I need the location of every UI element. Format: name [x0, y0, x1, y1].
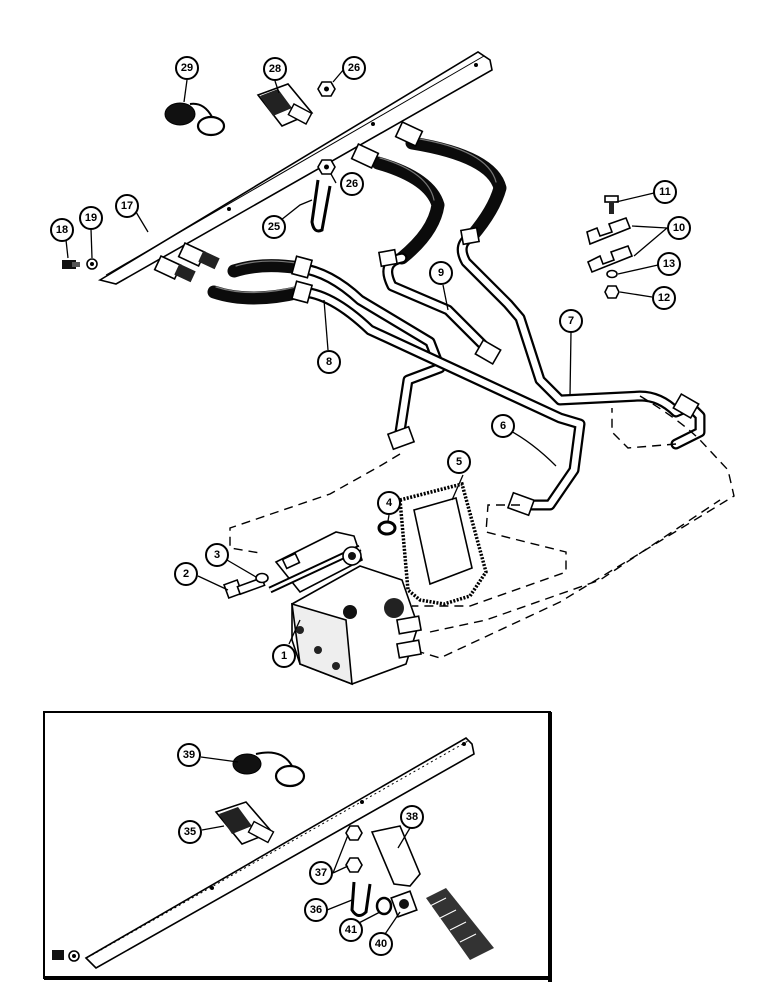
callout-28: 28	[263, 57, 287, 81]
bolt	[604, 195, 619, 214]
gasket	[398, 481, 488, 606]
callout-label: 29	[181, 62, 193, 74]
callout-9: 9	[429, 261, 453, 285]
callout-35: 35	[178, 820, 202, 844]
callout-41: 41	[339, 918, 363, 942]
callout-8: 8	[317, 350, 341, 374]
callout-label: 6	[500, 420, 506, 432]
control-valve	[268, 531, 422, 686]
callout-label: 2	[183, 568, 189, 580]
callout-label: 8	[326, 356, 332, 368]
callout-6: 6	[491, 414, 515, 438]
callout-label: 41	[345, 924, 357, 936]
callout-17: 17	[115, 194, 139, 218]
callout-2: 2	[174, 562, 198, 586]
callout-36: 36	[304, 898, 328, 922]
callout-40: 40	[369, 932, 393, 956]
o-ring	[375, 896, 393, 916]
callout-label: 39	[183, 749, 195, 761]
dust-cap	[164, 102, 226, 137]
callout-label: 10	[673, 222, 685, 234]
callout-4: 4	[377, 491, 401, 515]
callout-label: 4	[386, 497, 393, 509]
callout-label: 11	[659, 186, 671, 198]
u-bolt	[310, 179, 332, 233]
hose-fitting	[153, 121, 424, 283]
callout-label: 18	[56, 224, 68, 236]
callout-label: 1	[281, 650, 287, 662]
callout-label: 7	[568, 315, 574, 327]
callout-label: 25	[268, 221, 280, 233]
mounting-bracket	[97, 51, 493, 285]
callout-25: 25	[262, 215, 286, 239]
callout-label: 28	[269, 63, 281, 75]
callout-label: 17	[121, 200, 133, 212]
washer	[606, 269, 618, 279]
callout-11: 11	[653, 180, 677, 204]
hose-fitting	[390, 890, 418, 918]
callout-label: 26	[346, 178, 358, 190]
routing-lines	[229, 395, 735, 659]
callout-label: 3	[214, 549, 220, 561]
callout-26: 26	[340, 172, 364, 196]
u-bolt	[350, 881, 372, 917]
callout-label: 12	[658, 292, 670, 304]
callout-label: 40	[375, 938, 387, 950]
callout-37: 37	[309, 861, 333, 885]
callout-label: 9	[438, 267, 444, 279]
quick-coupler	[214, 801, 275, 845]
callout-38: 38	[400, 805, 424, 829]
dust-cap	[232, 751, 306, 788]
callout-7: 7	[559, 309, 583, 333]
callout-label: 35	[184, 826, 196, 838]
washer	[86, 258, 98, 270]
callout-label: 19	[85, 212, 97, 224]
callout-26: 26	[342, 56, 366, 80]
callout-label: 37	[315, 867, 327, 879]
callout-3: 3	[205, 543, 229, 567]
callout-13: 13	[657, 252, 681, 276]
clamp	[586, 216, 634, 274]
callout-label: 38	[406, 811, 418, 823]
callout-12: 12	[652, 286, 676, 310]
mounting-plate	[370, 825, 421, 887]
nut	[317, 81, 336, 97]
hose-assembly	[207, 136, 507, 305]
callout-29: 29	[175, 56, 199, 80]
pressure-line-7	[456, 230, 706, 450]
bolt	[52, 950, 80, 962]
o-ring	[377, 520, 397, 536]
mounting-rail	[84, 736, 475, 969]
tube-nut	[290, 226, 700, 517]
inset-frame	[43, 711, 552, 982]
pressure-line-6	[294, 286, 586, 511]
callout-19: 19	[79, 206, 103, 230]
callout-10: 10	[667, 216, 691, 240]
washer	[255, 572, 269, 584]
callout-label: 5	[456, 456, 462, 468]
bolt	[62, 260, 80, 269]
callout-18: 18	[50, 218, 74, 242]
nut	[345, 825, 363, 873]
callout-39: 39	[177, 743, 201, 767]
nut	[604, 285, 620, 299]
callout-5: 5	[447, 450, 471, 474]
callout-1: 1	[272, 644, 296, 668]
hose-end	[426, 888, 494, 960]
callout-label: 36	[310, 904, 322, 916]
quick-coupler	[256, 83, 314, 127]
callout-label: 26	[348, 62, 360, 74]
nut	[317, 159, 336, 175]
callout-label: 13	[663, 258, 675, 270]
